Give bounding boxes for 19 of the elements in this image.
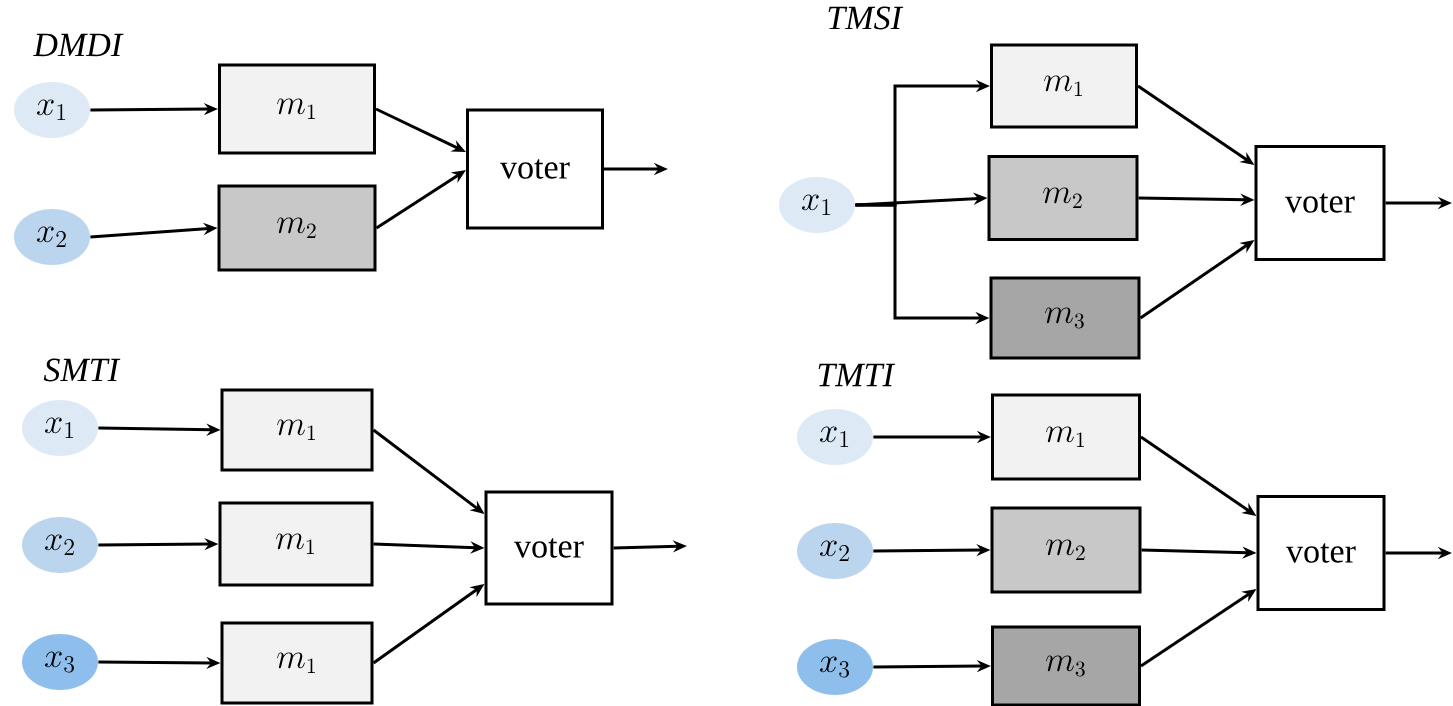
voter-box: voter	[1254, 145, 1386, 261]
model-box: $m_1$	[218, 501, 374, 587]
panel-title: TMSI	[828, 6, 904, 30]
model-box: $m_2$	[217, 184, 377, 272]
model-box: $m_1$	[991, 393, 1141, 481]
panel-title: TMTI	[818, 363, 896, 387]
voter-box: voter	[484, 490, 614, 606]
model-box: $m_1$	[220, 388, 374, 472]
panel-title: DMDI	[33, 33, 124, 57]
voter-box: voter	[1256, 495, 1386, 611]
model-box: $m_1$	[218, 63, 376, 155]
model-box: $m_2$	[987, 155, 1139, 241]
voter-box: voter	[466, 108, 604, 230]
model-box: $m_1$	[990, 43, 1138, 129]
model-box: $m_3$	[989, 276, 1141, 360]
panel-title: SMTI	[43, 358, 121, 382]
model-box: $m_3$	[991, 625, 1141, 706]
model-box: $m_1$	[220, 621, 374, 705]
model-box: $m_2$	[990, 506, 1142, 594]
